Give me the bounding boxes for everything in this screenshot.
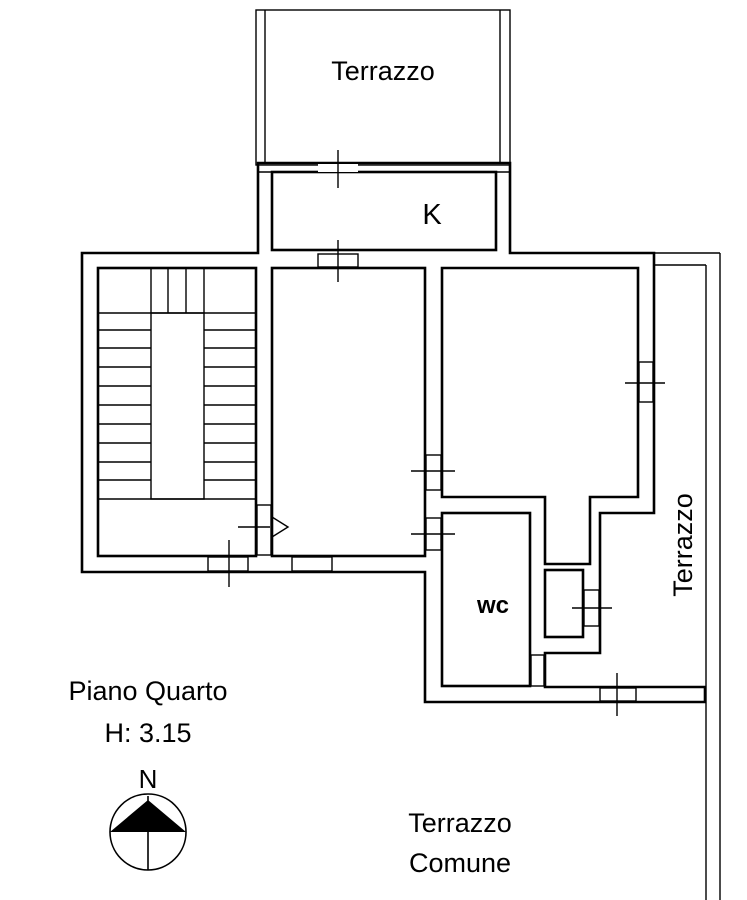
north-label: N xyxy=(139,764,158,794)
label-terrazzo-top: Terrazzo xyxy=(331,56,435,86)
label-terrazzo-right: Terrazzo xyxy=(668,493,698,597)
wc-room xyxy=(440,511,532,688)
openings xyxy=(207,150,665,716)
stair-room xyxy=(96,266,258,558)
middle-room xyxy=(270,266,427,558)
outer-wall xyxy=(80,161,707,704)
right-room xyxy=(440,266,640,566)
top-terrace xyxy=(255,9,511,166)
floor-name: Piano Quarto xyxy=(68,676,227,706)
staircase xyxy=(98,268,256,500)
right-terrace xyxy=(654,252,721,900)
label-kitchen: K xyxy=(422,199,442,231)
north-compass-icon xyxy=(109,793,187,871)
closet xyxy=(543,568,585,639)
kitchen-room xyxy=(270,170,498,252)
floor-height: H: 3.15 xyxy=(104,718,191,748)
label-wc: wc xyxy=(476,592,509,619)
label-terrazzo-comune-1: Terrazzo xyxy=(408,808,512,838)
label-terrazzo-comune-2: Comune xyxy=(409,848,511,878)
